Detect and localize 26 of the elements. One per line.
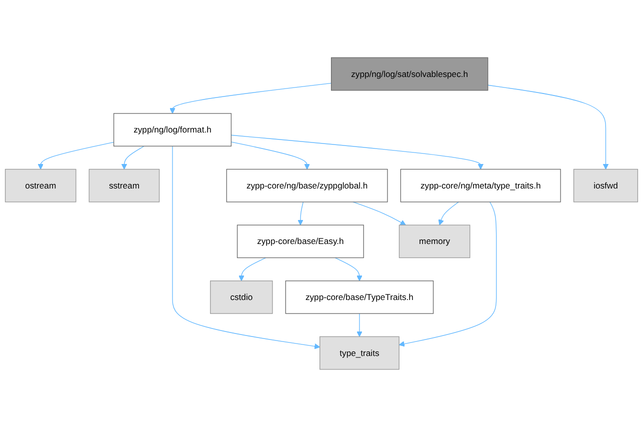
arrow — [352, 202, 406, 226]
arrow — [356, 313, 362, 337]
arrow — [488, 84, 609, 170]
arrow — [172, 146, 320, 350]
node-box: zypp/ng/log/sat/solvablespec.h — [330, 57, 488, 91]
arrow — [238, 257, 266, 282]
arrow — [298, 202, 304, 226]
node-box: zypp-core/ng/meta/type_traits.h — [400, 168, 561, 202]
arrow — [230, 134, 484, 170]
arrow — [170, 82, 332, 114]
arrow — [334, 257, 362, 282]
node-box: iosfwd — [573, 168, 638, 202]
arrow — [398, 202, 497, 347]
arrow — [230, 142, 310, 170]
node-box: sstream — [88, 168, 160, 202]
node-box: zypp-core/base/TypeTraits.h — [285, 280, 434, 314]
node-box: cstdio — [210, 280, 273, 314]
arrow — [38, 142, 114, 170]
arrow — [121, 146, 145, 170]
node-box: zypp-core/ng/base/zyppglobal.h — [226, 168, 388, 202]
node-box: zypp/ng/log/format.h — [113, 113, 232, 146]
node-box: ostream — [4, 168, 76, 202]
arrow — [438, 202, 459, 226]
node-box: type_traits — [320, 336, 400, 370]
node-box: zypp-core/base/Easy.h — [236, 224, 364, 258]
node-box: memory — [398, 224, 470, 258]
